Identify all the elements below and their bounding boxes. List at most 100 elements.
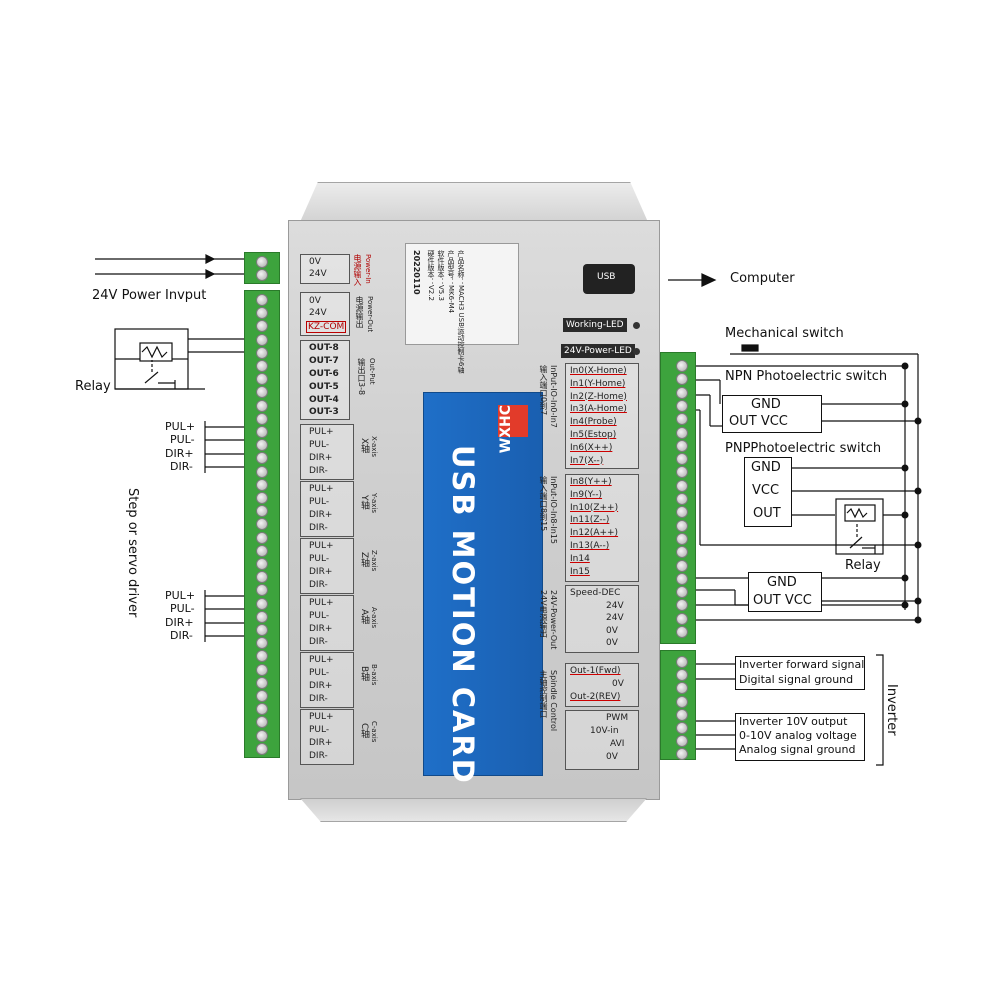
serial-number: 20220110 bbox=[412, 250, 421, 295]
power-in-pin-24v: 24V bbox=[309, 269, 327, 279]
terminal-screw[interactable] bbox=[676, 546, 688, 559]
inputs-b-title: InPut-IO-In8-In15 bbox=[549, 476, 558, 544]
input-pin: In8(Y++) bbox=[570, 477, 612, 487]
terminal-screw[interactable] bbox=[676, 599, 688, 612]
terminal-screw[interactable] bbox=[256, 544, 268, 557]
terminal-screw[interactable] bbox=[256, 412, 268, 425]
axis-pin: PUL- bbox=[309, 497, 330, 507]
terminal-screw[interactable] bbox=[676, 708, 688, 721]
terminal-screw[interactable] bbox=[676, 626, 688, 638]
card-bottom-flange bbox=[300, 798, 647, 822]
terminal-screw[interactable] bbox=[256, 333, 268, 346]
terminal-screw[interactable] bbox=[256, 663, 268, 676]
terminal-screw[interactable] bbox=[256, 256, 268, 268]
terminal-screw[interactable] bbox=[676, 656, 688, 668]
terminal-screw[interactable] bbox=[256, 690, 268, 702]
terminal-screw[interactable] bbox=[256, 505, 268, 518]
terminal-screw[interactable] bbox=[256, 452, 268, 465]
input-pin: In3(A-Home) bbox=[570, 404, 627, 415]
terminal-screw[interactable] bbox=[256, 716, 268, 729]
spindle-title: Spindle Control bbox=[549, 670, 558, 732]
terminal-screw[interactable] bbox=[256, 269, 268, 281]
terminal-screw[interactable] bbox=[676, 748, 688, 761]
terminal-screw[interactable] bbox=[256, 558, 268, 570]
terminal-screw[interactable] bbox=[676, 669, 688, 682]
terminal-screw[interactable] bbox=[256, 518, 268, 531]
terminal-screw[interactable] bbox=[676, 453, 688, 466]
terminal-screw[interactable] bbox=[256, 465, 268, 478]
terminal-screw[interactable] bbox=[256, 597, 268, 610]
terminal-screw[interactable] bbox=[676, 426, 688, 439]
inverter-signal: Analog signal ground bbox=[739, 743, 856, 756]
spindle-pin: PWM bbox=[606, 713, 629, 723]
terminal-screw[interactable] bbox=[256, 346, 268, 359]
terminal-screw[interactable] bbox=[676, 506, 688, 519]
terminal-screw[interactable] bbox=[256, 676, 268, 689]
power-out-pin-kzcom: KZ-COM bbox=[306, 321, 347, 333]
terminal-screw[interactable] bbox=[256, 584, 268, 597]
terminal-screw[interactable] bbox=[676, 360, 688, 372]
terminal-screw[interactable] bbox=[256, 571, 268, 584]
terminal-screw[interactable] bbox=[676, 722, 688, 734]
axis-pin: DIR- bbox=[309, 580, 328, 590]
terminal-screw[interactable] bbox=[676, 386, 688, 399]
terminal-screw[interactable] bbox=[256, 373, 268, 386]
terminal-screw[interactable] bbox=[256, 624, 268, 636]
terminal-screw[interactable] bbox=[676, 559, 688, 572]
driver-top-signal: PUL- bbox=[170, 433, 195, 446]
terminal-screw[interactable] bbox=[256, 426, 268, 438]
power-out2-pin: 0V bbox=[606, 625, 618, 636]
terminal-screw[interactable] bbox=[256, 439, 268, 452]
driver-top-signal: DIR+ bbox=[165, 447, 194, 460]
terminal-screw[interactable] bbox=[676, 519, 688, 532]
computer-annotation: Computer bbox=[730, 271, 795, 286]
step-servo-annotation: Step or servo driver bbox=[125, 488, 140, 618]
terminal-screw[interactable] bbox=[256, 742, 268, 755]
axis-pin: DIR+ bbox=[309, 510, 333, 520]
terminal-screw[interactable] bbox=[676, 572, 688, 585]
terminal-screw[interactable] bbox=[256, 307, 268, 320]
terminal-screw[interactable] bbox=[256, 531, 268, 544]
axis-box: PUL+PUL-DIR+DIR- bbox=[300, 709, 354, 765]
power-out-pin-24v: 24V bbox=[309, 308, 327, 318]
usb-port[interactable]: USB bbox=[583, 264, 635, 294]
terminal-screw[interactable] bbox=[676, 532, 688, 545]
terminal-screw[interactable] bbox=[676, 413, 688, 426]
info-line: 产品型号：MK6-M4 bbox=[447, 250, 455, 314]
terminal-screw[interactable] bbox=[256, 610, 268, 623]
axis-pin: PUL- bbox=[309, 725, 330, 735]
terminal-screw[interactable] bbox=[676, 735, 688, 748]
terminal-screw[interactable] bbox=[256, 703, 268, 716]
terminal-screw[interactable] bbox=[676, 586, 688, 599]
brand-logo bbox=[498, 405, 528, 437]
terminal-screw[interactable] bbox=[256, 478, 268, 491]
terminal-screw[interactable] bbox=[256, 637, 268, 650]
terminal-screw[interactable] bbox=[676, 373, 688, 386]
terminal-screw[interactable] bbox=[676, 682, 688, 695]
power-input-annotation: 24V Power Invput bbox=[92, 288, 207, 303]
terminal-screw[interactable] bbox=[256, 650, 268, 663]
driver-bottom-signal: DIR- bbox=[170, 629, 193, 642]
terminal-screw[interactable] bbox=[676, 612, 688, 625]
terminal-screw[interactable] bbox=[676, 695, 688, 708]
terminal-screw[interactable] bbox=[676, 493, 688, 505]
terminal-screw[interactable] bbox=[256, 294, 268, 306]
terminal-screw[interactable] bbox=[676, 439, 688, 452]
terminal-screw[interactable] bbox=[256, 386, 268, 399]
inputs-a-title: InPut-IO-In0-In7 bbox=[549, 365, 558, 428]
power-in-pin-0v: 0V bbox=[309, 257, 321, 267]
terminal-screw[interactable] bbox=[256, 492, 268, 504]
input-pin: In10(Z++) bbox=[570, 502, 619, 513]
axis-box: PUL+PUL-DIR+DIR- bbox=[300, 652, 354, 708]
terminal-screw[interactable] bbox=[256, 320, 268, 333]
terminal-screw[interactable] bbox=[676, 479, 688, 492]
terminal-screw[interactable] bbox=[256, 729, 268, 742]
input-pin: In0(X-Home) bbox=[570, 366, 627, 376]
terminal-screw[interactable] bbox=[676, 399, 688, 412]
axis-pin: PUL+ bbox=[309, 484, 334, 494]
terminal-screw[interactable] bbox=[256, 399, 268, 412]
terminal-screw[interactable] bbox=[256, 360, 268, 372]
terminal-screw[interactable] bbox=[676, 466, 688, 479]
